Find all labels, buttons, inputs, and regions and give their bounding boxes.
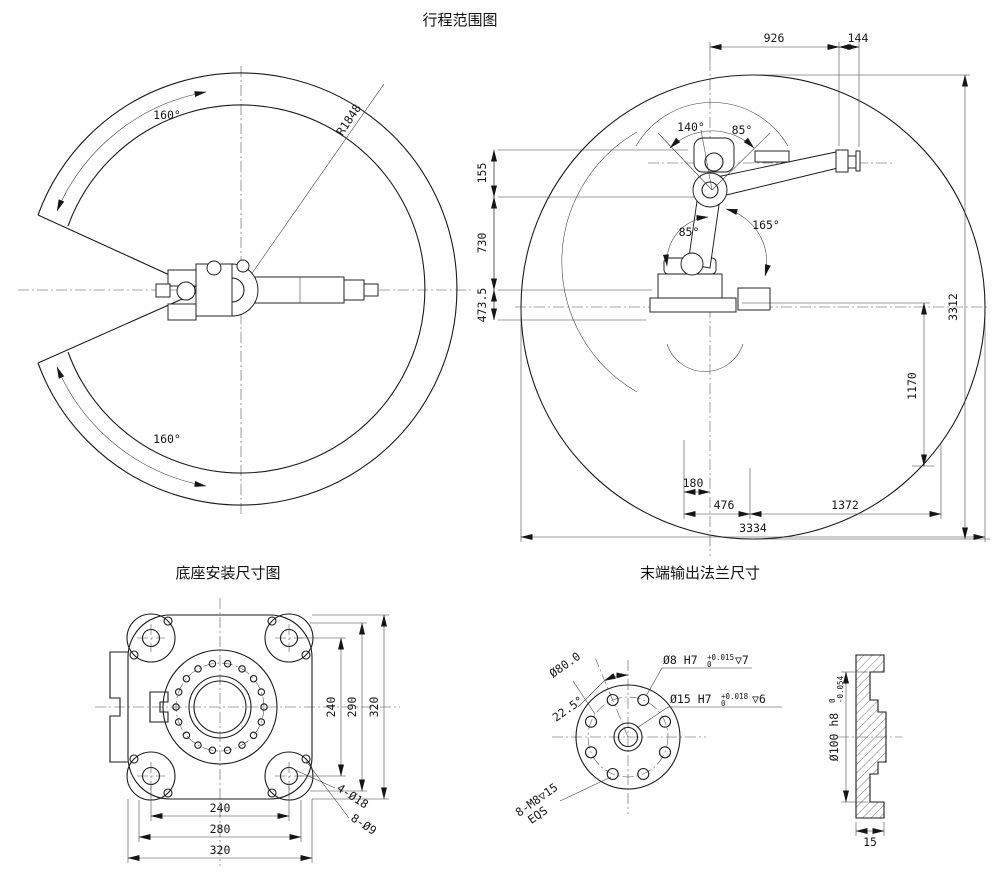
shoulder-sweep-arc [635, 102, 789, 147]
flange-section: Ø100 h8 0 -0.054 15 [827, 654, 902, 849]
dim-radius: R1848 [333, 101, 364, 138]
arm-angle-arc-85 [662, 214, 709, 267]
wrist-angle-arc [669, 130, 755, 149]
callout-8xd9: 8-Ø9 [348, 811, 379, 838]
dim-angle-top: 160° [153, 108, 181, 122]
dim-base-v320: 320 [367, 697, 381, 718]
dim-od-group: Ø100 h8 0 -0.054 [827, 675, 845, 761]
dim-22-5: 22.5° [550, 693, 586, 724]
flange-bolt-holes [584, 693, 672, 781]
flange-section-profile [855, 654, 887, 819]
flange-outer-circle [575, 684, 681, 790]
dim-144: 144 [848, 31, 869, 45]
callout-hole15-tol-lower: 0 [721, 699, 726, 708]
base-center-bore [162, 649, 278, 765]
callout-bolt-circle: Ø80.0 [547, 649, 583, 680]
dim-base-v240: 240 [324, 697, 338, 718]
dim-3312: 3312 [946, 293, 960, 321]
callout-hole15-tol-upper: +0.018 [721, 692, 749, 701]
flange-pilot-bore [617, 726, 639, 748]
base-mount-view: 底座安装尺寸图 [95, 564, 400, 866]
dim-155: 155 [475, 163, 489, 184]
radius-leader [240, 83, 385, 290]
robot-top-silhouette [155, 259, 379, 321]
dim-od-tol-lower: -0.054 [836, 675, 845, 703]
flange-angle-arc [603, 672, 629, 681]
base-body-outline [127, 614, 313, 800]
base-mount-title: 底座安装尺寸图 [175, 564, 280, 582]
callout-hole8-depth: ▽7 [735, 653, 749, 667]
dim-angle-140: 140° [677, 120, 705, 134]
rear-envelope-arc [561, 131, 638, 393]
side-view-envelope: 140° 85° 85° 165° 926 144 155 730 473.5 … [475, 31, 990, 556]
flange-center-bore [613, 722, 643, 752]
dim-926: 926 [764, 31, 785, 45]
dim-1170: 1170 [905, 372, 919, 400]
top-view-rotation-range: 160° 160° R1848 [18, 66, 472, 514]
dim-1372: 1372 [831, 498, 859, 512]
dim-476: 476 [714, 498, 735, 512]
dim-180: 180 [683, 476, 704, 490]
callout-hole8-tol-lower: 0 [707, 660, 712, 669]
dim-angle-85-top: 85° [732, 123, 753, 137]
flange-hole-axis [595, 658, 629, 738]
callout-hole8: Ø8 H7 [663, 653, 698, 667]
dim-730: 730 [475, 233, 489, 254]
dim-base-h320: 320 [210, 843, 231, 857]
dim-angle-165: 165° [752, 218, 780, 232]
dim-angle-85-mid: 85° [679, 225, 700, 239]
arm-angle-arc-165 [725, 208, 771, 277]
sheet-title-travel-range: 行程范围图 [422, 11, 497, 29]
base-left-bracket [109, 651, 128, 763]
angle-arc-top [56, 91, 207, 212]
dim-base-h280: 280 [210, 822, 231, 836]
callout-hole8-tol-upper: +0.015 [707, 653, 734, 662]
flange-bolt-circle [587, 696, 669, 778]
dim-473-5: 473.5 [475, 288, 489, 323]
lower-wrist-arc [666, 343, 744, 372]
base-small-holes [129, 616, 311, 798]
callout-hole15: Ø15 H7 [670, 692, 712, 706]
dim-od: Ø100 h8 [827, 713, 841, 762]
flange-title: 末端输出法兰尺寸 [640, 564, 760, 582]
flange-view: 末端输出法兰尺寸 22.5° Ø80.0 Ø8 H7 +0.015 0 ▽7 [513, 564, 902, 849]
range-notch-edge-bottom [37, 291, 199, 364]
dim-thickness: 15 [863, 835, 877, 849]
angle-arc-bottom [56, 366, 207, 487]
dim-3334: 3334 [739, 521, 767, 535]
callout-hole15-depth: ▽6 [752, 692, 766, 706]
dim-base-v290: 290 [345, 697, 359, 718]
dim-base-h240: 240 [210, 801, 231, 815]
base-inner-hook [149, 691, 169, 723]
dim-od-tol-upper: 0 [828, 698, 837, 703]
outer-range-arc [37, 72, 458, 506]
callout-tapped-group: 8-M8▽15 EQS [513, 780, 561, 826]
callout-4xd18: 4-Ø18 [334, 781, 371, 812]
dim-angle-bottom: 160° [153, 432, 181, 446]
dim-radius-group: R1848 [333, 101, 364, 138]
